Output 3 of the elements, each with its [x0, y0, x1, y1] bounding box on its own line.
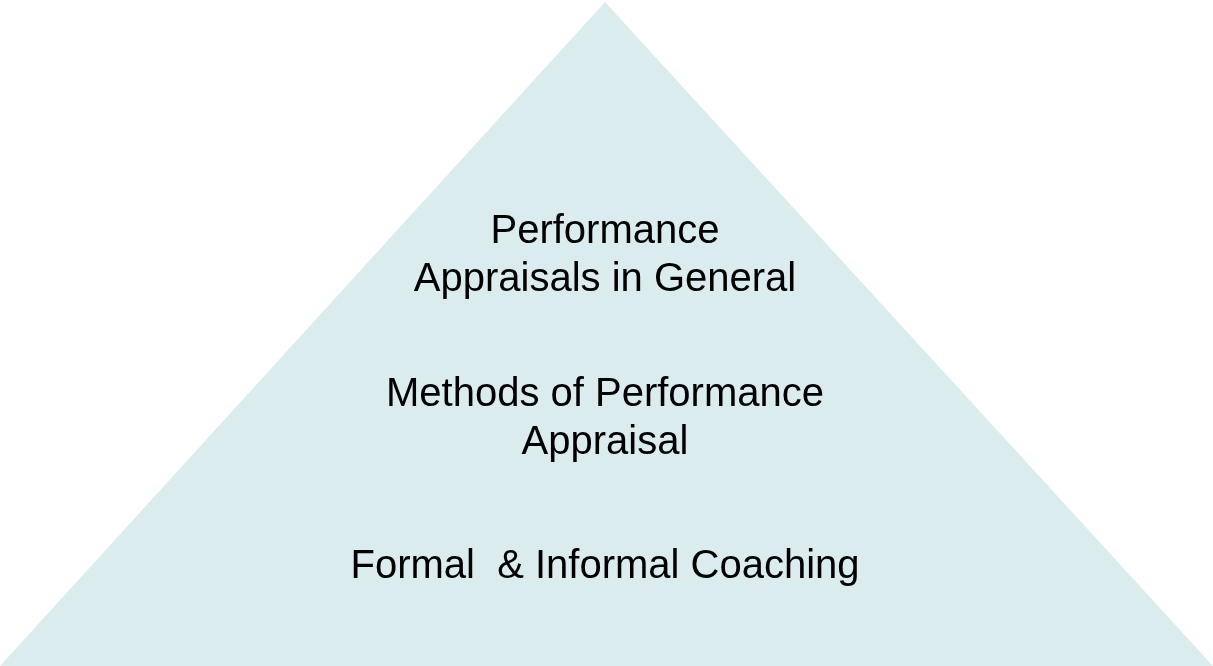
pyramid-tier-text: Methods of Performance Appraisal [385, 369, 825, 464]
pyramid-tier-text: Formal & Informal Coaching [349, 541, 861, 588]
pyramid-tier-text: Performance Appraisals in General [412, 206, 798, 301]
